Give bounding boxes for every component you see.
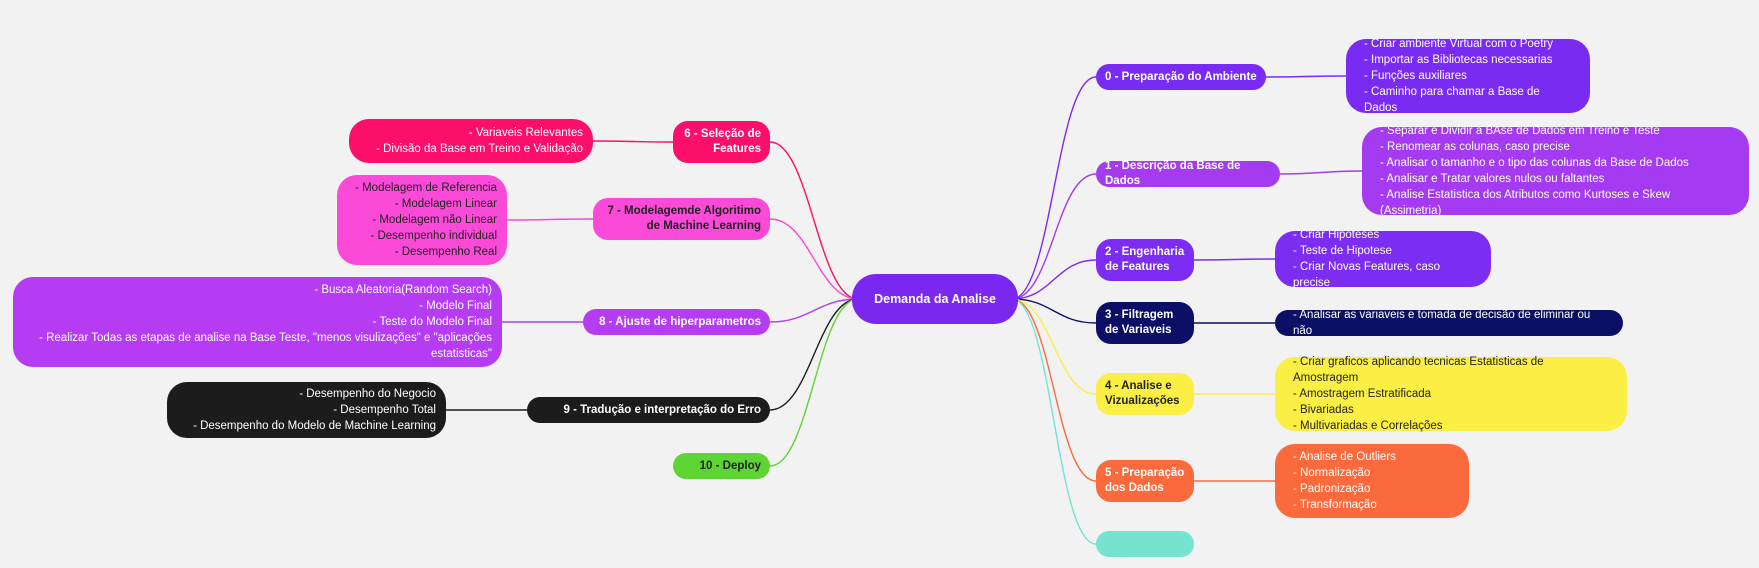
detail-b7[interactable]: - Modelagem de Referencia - Modelagem Lin… — [337, 175, 507, 265]
detail-item: - Analisar o tamanho e o tipo das coluna… — [1380, 157, 1689, 169]
detail-item: - Desempenho do Negocio — [299, 388, 436, 400]
detail-item: - Criar graficos aplicando tecnicas Esta… — [1293, 356, 1544, 384]
detail-item: - Criar Hipoteses — [1293, 229, 1380, 241]
detail-item: - Renomear as colunas, caso precise — [1380, 141, 1570, 153]
detail-item: - Funções auxiliares — [1364, 70, 1467, 82]
detail-item: - Desempenho individual — [370, 230, 497, 242]
detail-item: - Desempenho do Modelo de Machine Learni… — [193, 420, 436, 432]
detail-b6[interactable]: - Variaveis Relevantes - Divisão da Base … — [349, 119, 593, 163]
detail-item: - Separar e Dividir a BAse de Dados em T… — [1380, 125, 1660, 137]
detail-item: - Teste do Modelo Final — [372, 316, 492, 328]
topic-b6[interactable]: 6 - Seleção de Features — [673, 121, 770, 163]
topic-b1[interactable]: 1 - Descrição da Base de Dados — [1096, 160, 1280, 187]
detail-item: - Criar Novas Features, caso precise — [1293, 261, 1440, 289]
detail-item: - Caminho para chamar a Base de Dados — [1364, 86, 1540, 114]
detail-item: - Analisar e Tratar valores nulos ou fal… — [1380, 173, 1605, 185]
topic-b8[interactable]: 8 - Ajuste de hiperparametros — [583, 309, 770, 335]
topic-b0[interactable]: 0 - Preparação do Ambiente — [1096, 64, 1266, 90]
detail-item: - Importar as Bibliotecas necessarias — [1364, 54, 1553, 66]
detail-item: - Normalização — [1293, 467, 1371, 479]
detail-item: - Realizar Todas as etapas de analise na… — [39, 332, 492, 360]
detail-item: - Desempenho Total — [333, 404, 436, 416]
detail-b4[interactable]: - Criar graficos aplicando tecnicas Esta… — [1275, 356, 1627, 432]
topic-b4[interactable]: 4 - Analise e Vizualizações — [1096, 373, 1194, 415]
detail-item: - Padronização — [1293, 483, 1371, 495]
topic-b11[interactable] — [1096, 531, 1194, 557]
topic-b10[interactable]: 10 - Deploy — [673, 453, 770, 479]
detail-item: - Divisão da Base em Treino e Validação — [376, 143, 583, 155]
detail-item: - Modelagem de Referencia — [355, 182, 497, 194]
detail-item: - Desempenho Real — [394, 246, 497, 258]
topic-b9[interactable]: 9 - Tradução e interpretação do Erro — [527, 397, 770, 423]
detail-b9[interactable]: - Desempenho do Negocio - Desempenho Tota… — [167, 382, 446, 438]
detail-item: - Analise Estatistica dos Atributos como… — [1380, 189, 1671, 217]
detail-item: - Modelagem Linear — [394, 198, 497, 210]
detail-item: - Modelagem não Linear — [372, 214, 497, 226]
detail-item: - Amostragem Estratificada — [1293, 388, 1432, 400]
detail-item: - Busca Aleatoria(Random Search) — [314, 284, 492, 296]
detail-item: - Analisar as variaveis e tomada de deci… — [1293, 309, 1591, 337]
detail-item: - Bivariadas — [1293, 404, 1354, 416]
topic-b2[interactable]: 2 - Engenharia de Features — [1096, 239, 1194, 281]
detail-item: - Modelo Final — [419, 300, 492, 312]
detail-b8[interactable]: - Busca Aleatoria(Random Search) - Modelo… — [13, 277, 502, 367]
central-topic[interactable]: Demanda da Analise — [852, 274, 1018, 324]
topic-b7[interactable]: 7 - Modelagemde Algoritimo de Machine Le… — [593, 198, 770, 240]
detail-b1[interactable]: - Separar e Dividir a BAse de Dados em T… — [1362, 125, 1749, 217]
detail-item: - Analise de Outliers — [1293, 451, 1396, 463]
detail-item: - Teste de Hipotese — [1293, 245, 1392, 257]
detail-b0[interactable]: - Criar ambiente Virtual com o Poetry - I… — [1346, 38, 1590, 114]
detail-b2[interactable]: - Criar Hipoteses - Teste de Hipotese - Cr… — [1275, 229, 1491, 289]
topic-b3[interactable]: 3 - Filtragem de Variaveis — [1096, 302, 1194, 344]
detail-b5[interactable]: - Analise de Outliers - Normalização - Pad… — [1275, 444, 1469, 518]
detail-item: - Multivariadas e Correlações — [1293, 420, 1443, 432]
detail-b3[interactable]: - Analisar as variaveis e tomada de deci… — [1275, 309, 1623, 337]
detail-item: - Transformação — [1293, 499, 1377, 511]
detail-item: - Variaveis Relevantes — [468, 127, 583, 139]
topic-b5[interactable]: 5 - Preparação dos Dados — [1096, 460, 1194, 502]
detail-item: - Criar ambiente Virtual com o Poetry — [1364, 38, 1553, 50]
